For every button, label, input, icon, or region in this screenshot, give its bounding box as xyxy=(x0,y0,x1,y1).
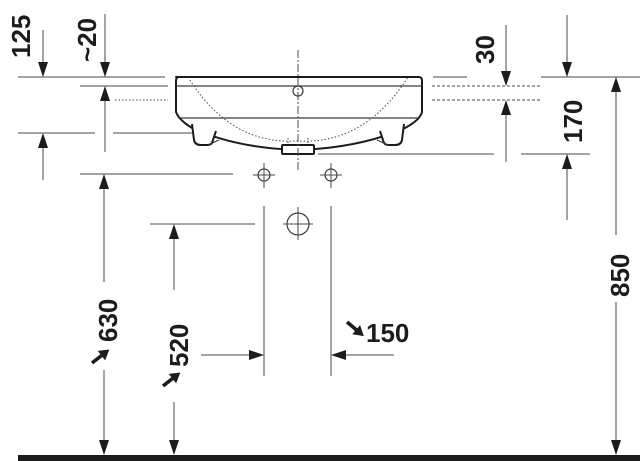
label-20: ~20 xyxy=(72,18,102,62)
floor-line xyxy=(18,455,640,461)
label-520: 520 xyxy=(164,324,194,367)
waste-outlet xyxy=(283,207,313,240)
fixing-hole-right xyxy=(320,163,342,188)
dimension-850 xyxy=(611,77,621,455)
arrow-ne-icon xyxy=(90,349,110,365)
dimension-150 xyxy=(201,350,394,360)
label-850: 850 xyxy=(605,254,635,297)
label-30: 30 xyxy=(470,35,500,64)
dimension-630 xyxy=(99,174,109,455)
dimension-170 xyxy=(562,15,572,220)
dimension-125 xyxy=(38,30,48,180)
hidden-lines xyxy=(115,85,541,101)
label-125: 125 xyxy=(6,15,36,58)
fixing-hole-left xyxy=(253,163,275,188)
label-150: 150 xyxy=(366,318,409,348)
label-170: 170 xyxy=(558,100,588,143)
extension-lines xyxy=(18,76,640,225)
dimension-30 xyxy=(501,25,511,162)
arrow-se-icon xyxy=(345,320,364,337)
dimension-520 xyxy=(169,224,179,455)
arrow-ne-icon xyxy=(161,372,181,388)
dimension-20 xyxy=(100,14,110,152)
basin-side-elevation xyxy=(175,76,423,155)
label-630: 630 xyxy=(93,299,123,342)
